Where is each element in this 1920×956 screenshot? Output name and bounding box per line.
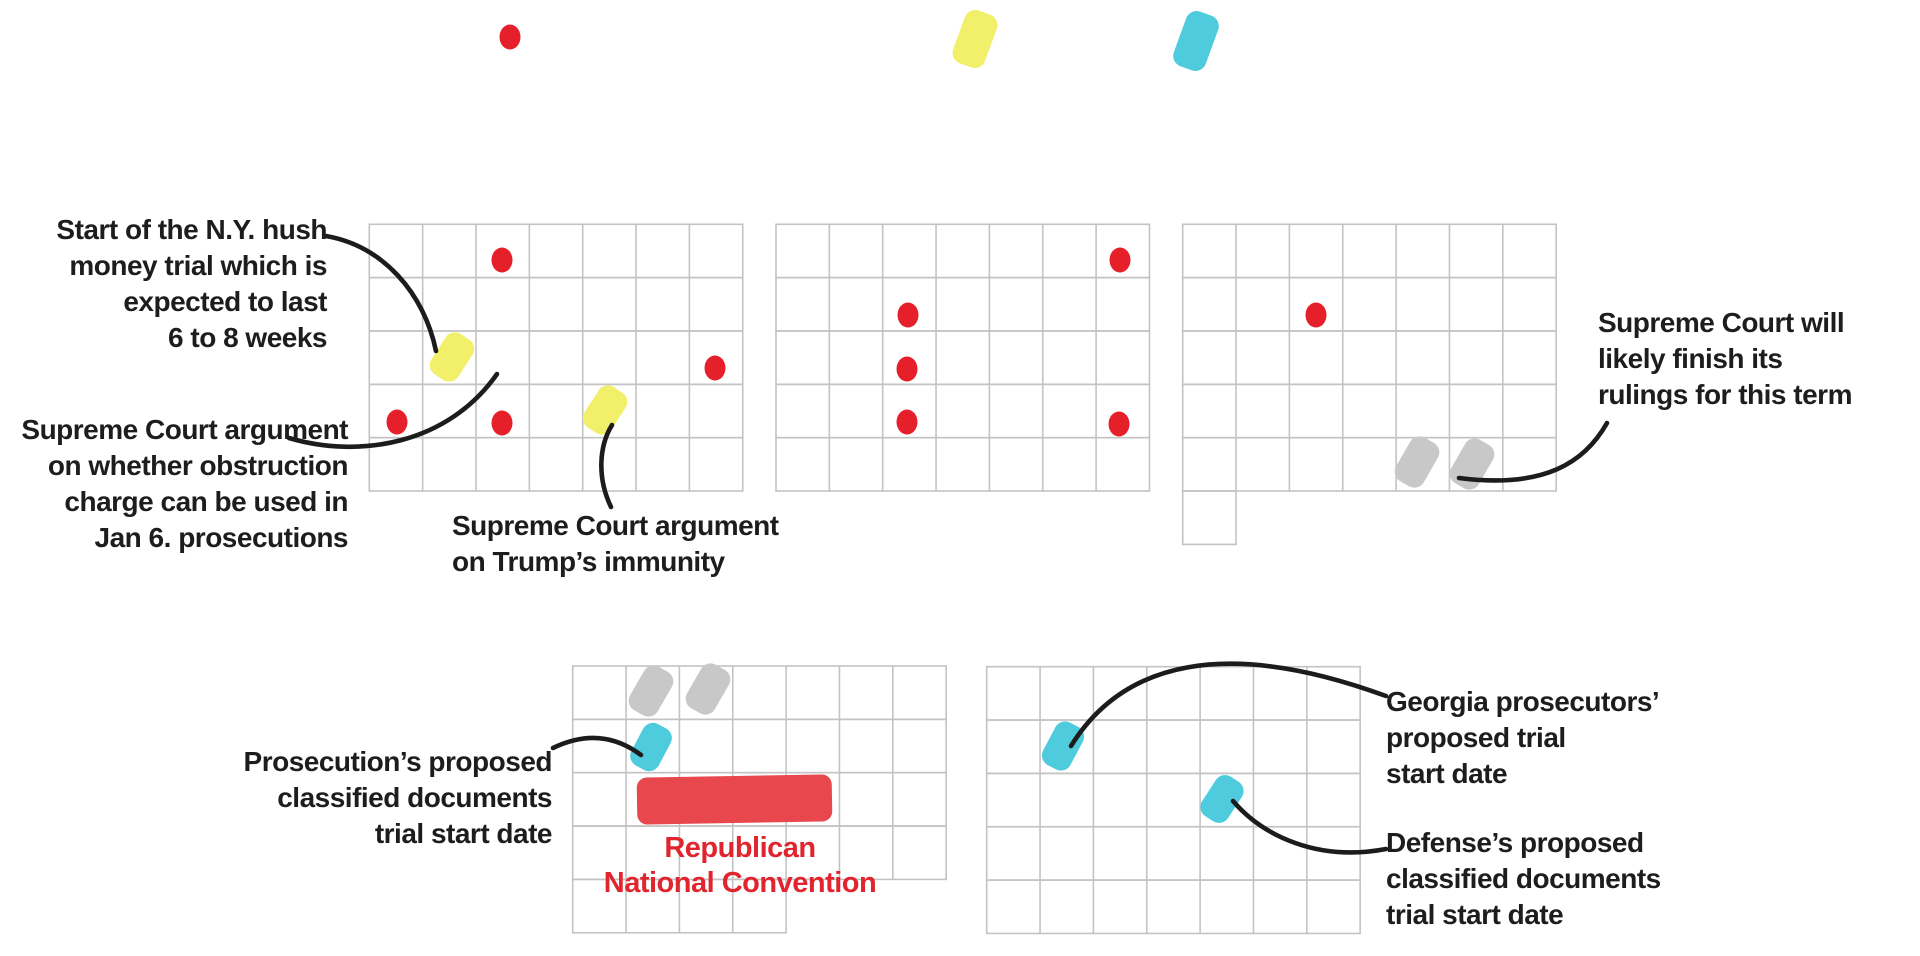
legend-cyan-mark — [1173, 11, 1219, 71]
annotation-obstruction-argument: Supreme Court argument on whether obstru… — [21, 414, 348, 553]
m2-dot-1 — [1109, 247, 1131, 273]
calendar-grid-month-1 — [368, 223, 744, 492]
m3-scotus-mark-2 — [1449, 438, 1495, 490]
m4-prosecution-mark — [630, 722, 672, 772]
calendar-grid-month-2 — [775, 223, 1151, 492]
leader-obstruction — [286, 371, 500, 450]
m4-scotus-mark-2 — [685, 663, 731, 715]
leader-hush-money — [323, 233, 439, 354]
m1-dot-4 — [491, 410, 513, 436]
m2-dot-2 — [897, 302, 919, 328]
calendar-grid-month-4 — [571, 665, 947, 934]
m5-georgia-mark — [1041, 721, 1085, 771]
m1-immunity-mark — [582, 385, 628, 435]
m1-dot-1 — [491, 247, 513, 273]
annotation-scotus-rulings: Supreme Court will likely finish its rul… — [1598, 307, 1852, 410]
leader-immunity — [599, 422, 615, 510]
leader-georgia — [1068, 661, 1389, 749]
annotation-defense-trial-date: Defense’s proposed classified documents … — [1386, 827, 1661, 930]
leader-lines — [286, 233, 1610, 855]
m1-hush-trial-mark — [429, 332, 475, 382]
calendar-grid-month-5 — [985, 665, 1361, 935]
annotation-georgia-trial-date: Georgia prosecutors’ proposed trial star… — [1386, 686, 1660, 789]
m3-scotus-mark-1 — [1394, 436, 1440, 488]
leader-defense — [1230, 798, 1389, 855]
annotation-immunity-argument: Supreme Court argument on Trump’s immuni… — [452, 510, 779, 577]
m1-dot-2 — [704, 355, 726, 381]
m1-dot-3 — [386, 409, 408, 435]
m4-scotus-mark-1 — [628, 665, 674, 717]
legend-red-dot — [499, 24, 521, 50]
annotation-hush-money-trial: Start of the N.Y. hush money trial which… — [56, 214, 327, 353]
m2-dot-4 — [896, 409, 918, 435]
m2-dot-3 — [896, 356, 918, 382]
event-markers — [386, 9, 1495, 825]
m4-rnc-band — [636, 774, 833, 825]
legend-yellow-mark — [952, 9, 998, 69]
leader-scotus — [1456, 420, 1610, 483]
m5-defense-mark — [1200, 775, 1244, 823]
label-republican-national-convention: Republican National Convention — [603, 832, 877, 899]
leader-prosecution — [550, 735, 644, 758]
m3-dot-1 — [1305, 302, 1327, 328]
calendar-grid-month-3 — [1181, 223, 1557, 546]
m2-dot-5 — [1108, 411, 1130, 437]
annotation-prosecution-trial-date: Prosecution’s proposed classified docume… — [243, 746, 553, 849]
